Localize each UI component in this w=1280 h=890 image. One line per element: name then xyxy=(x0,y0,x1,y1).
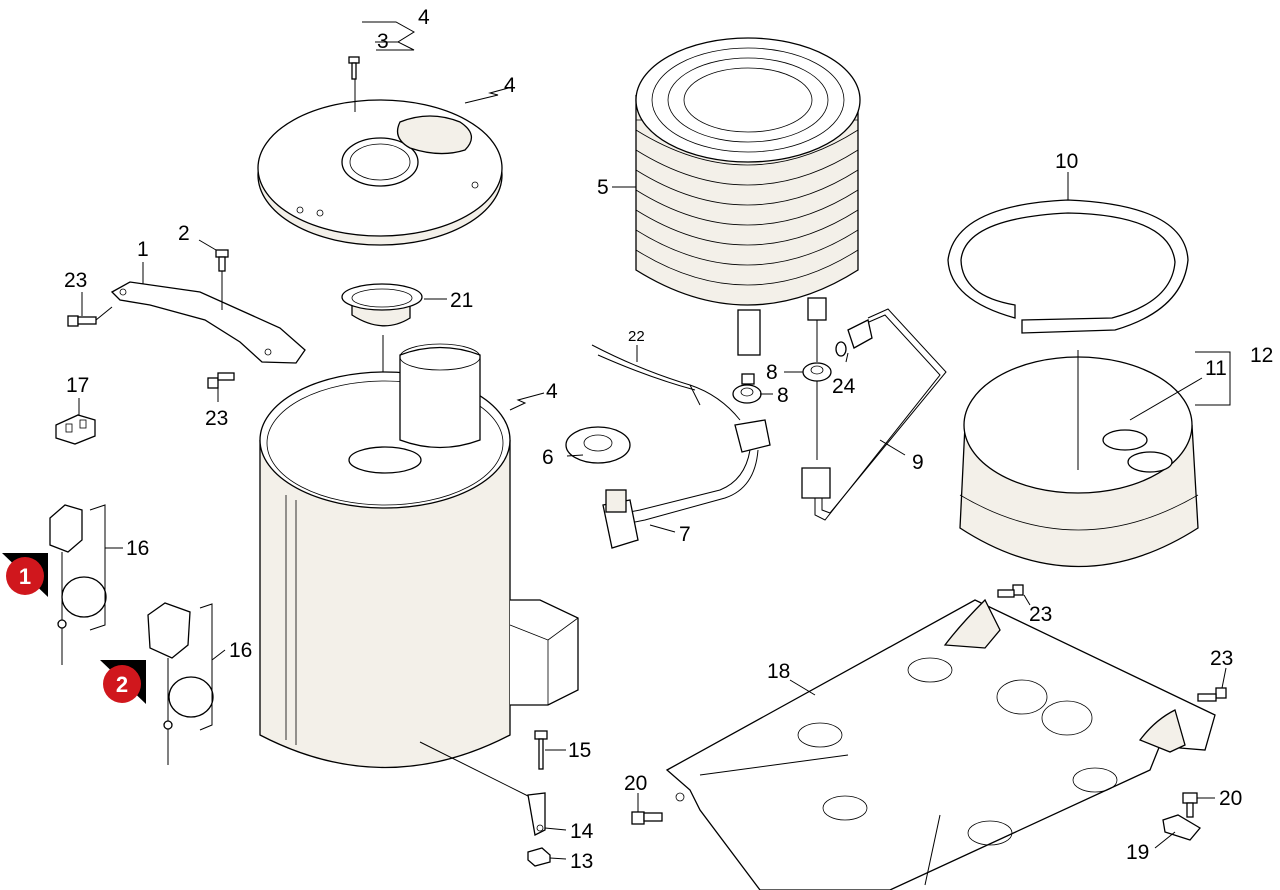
label-part-9: 9 xyxy=(912,451,924,474)
nut-part-8-right xyxy=(802,320,832,460)
screw-part-23-base-right xyxy=(1197,687,1227,702)
label-part-8-upper: 8 xyxy=(766,361,778,384)
label-part-12: 12 xyxy=(1250,344,1273,367)
ring-part-10 xyxy=(947,199,1189,334)
label-part-1: 1 xyxy=(137,238,149,261)
screw-part-23-upper xyxy=(67,306,113,327)
leader-lines xyxy=(78,21,1231,860)
washer-part-19 xyxy=(1162,814,1201,841)
label-part-6: 6 xyxy=(542,446,554,469)
label-part-7: 7 xyxy=(679,523,691,546)
label-part-24: 24 xyxy=(832,375,856,398)
top-cover-plate xyxy=(257,75,503,246)
label-part-5: 5 xyxy=(597,176,609,199)
label-part-22: 22 xyxy=(628,328,645,345)
label-part-11: 11 xyxy=(1205,357,1227,380)
label-part-23-lower: 23 xyxy=(205,407,228,430)
screw-part-3 xyxy=(348,56,360,80)
thermostat-part-16-a xyxy=(49,504,107,665)
label-part-10: 10 xyxy=(1055,150,1078,173)
variant-badge-2: 2 xyxy=(100,660,146,704)
pipe-part-9 xyxy=(801,308,947,521)
heating-coil-part-5 xyxy=(635,37,861,356)
nut-part-13 xyxy=(527,847,551,867)
label-part-17: 17 xyxy=(66,374,89,397)
label-part-19: 19 xyxy=(1126,841,1149,864)
bracket-part-1 xyxy=(110,281,306,364)
screw-part-15 xyxy=(534,730,548,770)
badge-2-text: 2 xyxy=(116,672,128,697)
screw-part-20-right xyxy=(1182,792,1198,818)
label-part-3: 3 xyxy=(377,30,389,53)
star-nut-part-6 xyxy=(565,426,631,464)
label-part-21: 21 xyxy=(450,289,473,312)
label-part-23-right: 23 xyxy=(1210,647,1233,670)
label-part-20-left: 20 xyxy=(624,772,647,795)
label-part-23-upper: 23 xyxy=(64,269,87,292)
label-part-15: 15 xyxy=(568,739,591,762)
label-part-20-right: 20 xyxy=(1219,787,1242,810)
label-part-8-lower: 8 xyxy=(777,384,789,407)
thermostat-part-16-b xyxy=(147,602,214,765)
nut-part-8-left xyxy=(732,373,762,404)
label-part-18: 18 xyxy=(767,660,790,683)
cable-part-22 xyxy=(591,344,741,421)
sensor-part-7 xyxy=(602,419,771,549)
label-part-14: 14 xyxy=(570,820,594,843)
variant-badge-1: 1 xyxy=(2,553,48,597)
label-part-16-b: 16 xyxy=(229,639,252,662)
screw-part-23-base-upper xyxy=(997,584,1024,598)
label-part-23-base: 23 xyxy=(1029,603,1052,626)
tank-cylinder xyxy=(259,343,579,799)
label-part-16-a: 16 xyxy=(126,537,149,560)
part-labels: 1 2 3 4 4 4 5 6 7 8 8 9 10 11 12 13 14 1… xyxy=(64,6,1273,873)
label-part-4-top: 4 xyxy=(418,6,430,29)
screw-part-2 xyxy=(215,249,229,310)
label-part-13: 13 xyxy=(570,850,593,873)
clip-part-17 xyxy=(55,414,96,445)
screw-part-20-left xyxy=(631,811,663,825)
label-part-4-tank: 4 xyxy=(546,380,558,403)
screw-part-23-lower xyxy=(207,372,235,389)
clamp-part-14 xyxy=(527,792,546,836)
o-ring-part-24 xyxy=(835,341,847,357)
badge-1-text: 1 xyxy=(19,564,31,589)
label-part-2: 2 xyxy=(178,222,190,245)
base-plate-part-18 xyxy=(665,598,1216,890)
cup-part-11 xyxy=(959,350,1199,568)
label-part-4-plate: 4 xyxy=(504,74,516,97)
